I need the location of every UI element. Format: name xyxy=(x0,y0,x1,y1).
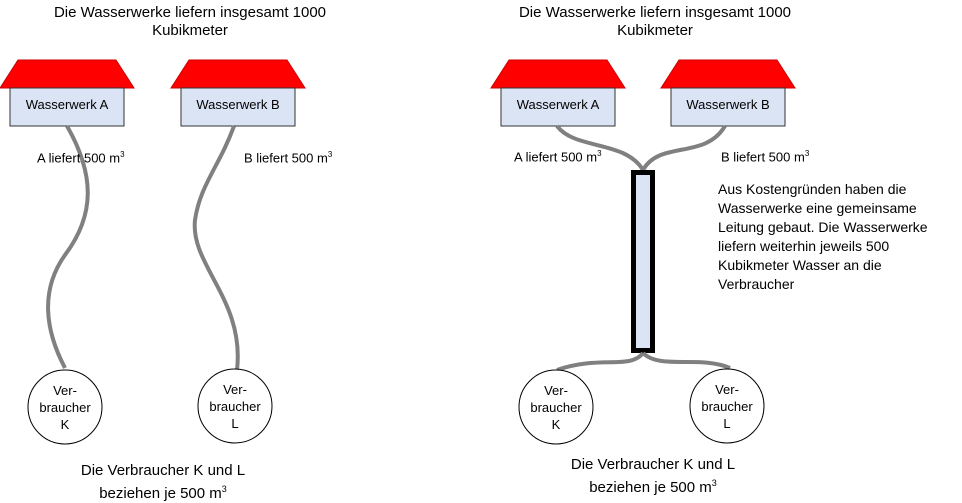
pipe-a-to-k xyxy=(46,125,90,369)
pipe-shared-to-k xyxy=(556,351,645,372)
consumer-l-line3: L xyxy=(231,416,239,431)
right-caption-line2: beziehen je 500 m3 xyxy=(518,474,788,497)
left-title-line2: Kubikmeter xyxy=(152,22,228,39)
plant-a-roof xyxy=(0,59,135,89)
consumer-l-line3-right: L xyxy=(723,416,731,431)
right-panel-graphics xyxy=(490,59,796,445)
right-title: Die Wasserwerke liefern insgesamt 1000 K… xyxy=(465,4,845,40)
plant-a-label: Wasserwerk A xyxy=(25,97,109,112)
note-line6: Verbraucher xyxy=(718,276,795,292)
consumer-k-line1: Ver- xyxy=(53,383,77,398)
superscript-3: 3 xyxy=(597,149,602,158)
shared-pipe-note: Aus Kostengründen haben die Wasserwerke … xyxy=(718,180,960,294)
pipe-a-to-shared xyxy=(555,124,645,172)
consumer-k-line3-right: K xyxy=(551,417,561,432)
pipe-shared-to-l xyxy=(641,351,731,370)
plant-b-roof-right xyxy=(660,59,796,89)
plant-a-roof-right xyxy=(490,59,626,89)
consumer-k-label-right: Ver- braucher K xyxy=(519,382,593,433)
left-caption: Die Verbraucher K und L beziehen je 500 … xyxy=(28,462,298,503)
right-title-line1: Die Wasserwerke liefern insgesamt 1000 xyxy=(518,4,792,21)
consumer-l-line2: braucher xyxy=(209,399,261,414)
note-line2: Wasserwerke eine gemeinsame xyxy=(718,200,917,216)
note-line5: Kubikmeter Wasser an die xyxy=(718,257,882,273)
plant-b-label: Wasserwerk B xyxy=(196,97,280,112)
right-caption: Die Verbraucher K und L beziehen je 500 … xyxy=(518,456,788,497)
note-line4: liefern weiterhin jeweils 500 xyxy=(718,238,890,254)
consumer-k-line1-right: Ver- xyxy=(544,383,568,398)
consumer-l-line1: Ver- xyxy=(223,382,247,397)
consumer-k-line2: braucher xyxy=(39,400,91,415)
plant-b-label-right: Wasserwerk B xyxy=(686,97,770,112)
consumer-l-circle xyxy=(197,368,273,444)
plant-b-roof xyxy=(170,59,306,89)
left-title: Die Wasserwerke liefern insgesamt 1000 K… xyxy=(0,4,380,40)
supply-b-text: B liefert 500 m xyxy=(244,150,328,166)
plant-a-label-right: Wasserwerk A xyxy=(516,97,600,112)
consumer-l-label: Ver- braucher L xyxy=(198,381,272,432)
supply-a-text: A liefert 500 m xyxy=(37,150,121,166)
left-panel-graphics xyxy=(0,59,306,445)
consumer-k-circle-right xyxy=(518,369,594,445)
superscript-3: 3 xyxy=(711,478,717,488)
superscript-3: 3 xyxy=(804,149,810,158)
left-caption-line2-text: beziehen je 500 m xyxy=(99,485,222,502)
supply-a-label-right: A liefert 500 m3 xyxy=(514,149,602,164)
left-caption-line2: beziehen je 500 m3 xyxy=(28,480,298,503)
shared-pipe-inner xyxy=(636,175,650,348)
supply-b-text-right: B liefert 500 m xyxy=(721,149,805,165)
consumer-l-circle-right xyxy=(689,368,765,444)
plant-a-building xyxy=(9,87,125,127)
plant-b-building-right xyxy=(670,87,786,127)
superscript-3: 3 xyxy=(120,150,125,159)
consumer-k-line3: K xyxy=(60,417,70,432)
left-caption-line1: Die Verbraucher K und L xyxy=(80,462,246,479)
supply-b-label: B liefert 500 m3 xyxy=(244,150,332,165)
left-title-line1: Die Wasserwerke liefern insgesamt 1000 xyxy=(53,4,327,21)
superscript-3: 3 xyxy=(221,484,227,494)
plant-b-building xyxy=(180,87,296,127)
supply-a-text-right: A liefert 500 m xyxy=(514,149,598,165)
superscript-3: 3 xyxy=(327,150,333,159)
consumer-k-label: Ver- braucher K xyxy=(28,382,102,433)
right-caption-line1: Die Verbraucher K und L xyxy=(570,456,736,473)
consumer-l-label-right: Ver- braucher L xyxy=(690,381,764,432)
consumer-l-line1-right: Ver- xyxy=(715,382,739,397)
consumer-l-line2-right: braucher xyxy=(701,399,753,414)
supply-a-label: A liefert 500 m3 xyxy=(37,150,125,165)
supply-b-label-right: B liefert 500 m3 xyxy=(721,149,809,164)
note-line3: Leitung gebaut. Die Wasserwerke xyxy=(718,219,928,235)
right-title-line2: Kubikmeter xyxy=(617,22,693,39)
right-caption-line2-text: beziehen je 500 m xyxy=(589,479,712,496)
consumer-k-line2-right: braucher xyxy=(530,400,582,415)
consumer-k-circle xyxy=(27,369,103,445)
note-line1: Aus Kostengründen haben die xyxy=(718,181,907,197)
pipe-b-to-l xyxy=(192,125,240,371)
pipe-b-to-shared xyxy=(641,124,727,172)
